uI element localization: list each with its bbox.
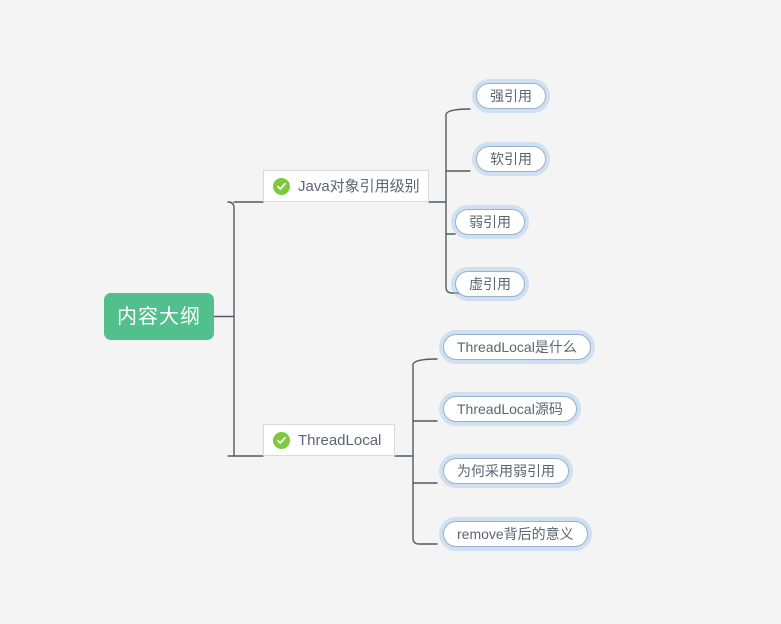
leaf-node-label: 弱引用	[469, 214, 511, 230]
branch-node-label: ThreadLocal	[298, 431, 382, 449]
branch-node-label: Java对象引用级别	[298, 177, 420, 195]
leaf-node-label: 软引用	[490, 151, 532, 167]
green-check-circle-icon	[273, 431, 290, 449]
leaf-node-phantom-reference[interactable]: 虚引用	[455, 271, 525, 297]
leaf-node-threadlocal-what[interactable]: ThreadLocal是什么	[443, 334, 591, 360]
leaf-node-remove-meaning[interactable]: remove背后的意义	[443, 521, 588, 547]
leaf-node-soft-reference[interactable]: 软引用	[476, 146, 546, 172]
connector-java-subtrunk	[445, 108, 471, 294]
leaf-node-strong-reference[interactable]: 强引用	[476, 83, 546, 109]
root-node[interactable]: 内容大纲	[104, 293, 214, 340]
leaf-node-label: ThreadLocal源码	[457, 401, 563, 417]
branch-node-threadlocal[interactable]: ThreadLocal	[263, 424, 395, 456]
green-check-circle-icon	[273, 177, 290, 195]
leaf-node-weak-reference[interactable]: 弱引用	[455, 209, 525, 235]
leaf-node-label: remove背后的意义	[457, 526, 574, 542]
leaf-node-threadlocal-source[interactable]: ThreadLocal源码	[443, 396, 577, 422]
leaf-node-label: 为何采用弱引用	[457, 463, 555, 479]
leaf-node-label: ThreadLocal是什么	[457, 339, 577, 355]
leaf-node-why-weak-reference[interactable]: 为何采用弱引用	[443, 458, 569, 484]
leaf-node-label: 虚引用	[469, 276, 511, 292]
connector-threadlocal-subtrunk	[412, 358, 438, 545]
connector-trunk-main	[227, 201, 235, 457]
root-node-label: 内容大纲	[117, 305, 201, 328]
branch-node-java-reference-levels[interactable]: Java对象引用级别	[263, 170, 429, 202]
leaf-node-label: 强引用	[490, 88, 532, 104]
